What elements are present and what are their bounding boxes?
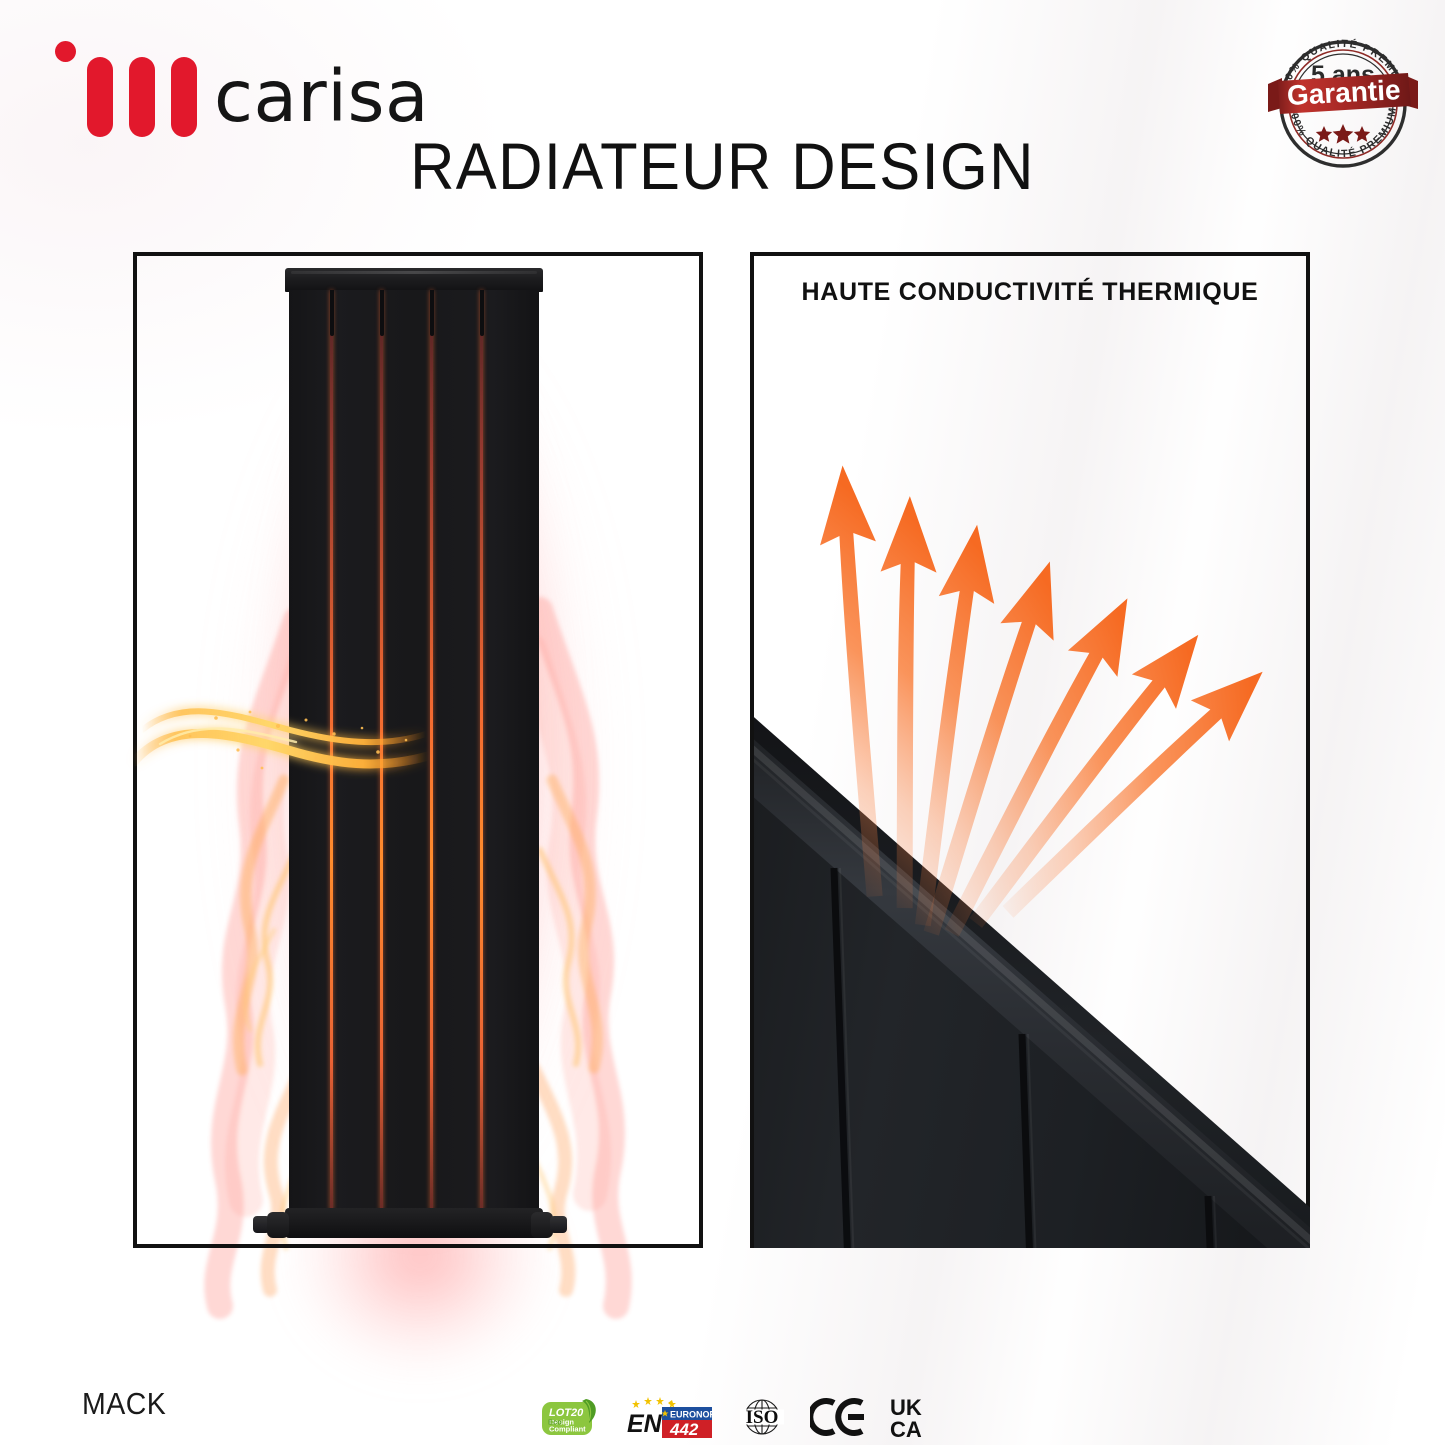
radiator-bottom-manifold bbox=[285, 1208, 543, 1238]
fin-seam-glow bbox=[480, 290, 483, 1210]
en442-euronorm-logo: EN EURONORM 442 bbox=[627, 1397, 714, 1439]
svg-text:Compliant: Compliant bbox=[549, 1425, 586, 1434]
heat-flow-arrows bbox=[820, 465, 1263, 937]
radiator-front-view bbox=[253, 268, 567, 1248]
svg-text:Eco: Eco bbox=[548, 1418, 562, 1427]
logo-bar-icon bbox=[87, 57, 113, 137]
fin-seam-top-shadow bbox=[430, 290, 434, 336]
svg-text:Garantie: Garantie bbox=[1286, 74, 1401, 111]
svg-text:EN: EN bbox=[627, 1410, 663, 1438]
brand-name: carisa bbox=[214, 55, 429, 138]
svg-text:CA: CA bbox=[890, 1417, 922, 1441]
radiator-valve-right bbox=[531, 1206, 575, 1244]
right-panel-clip bbox=[754, 256, 1310, 1248]
fin-seam-glow bbox=[330, 290, 333, 1210]
logo-bar-icon bbox=[129, 57, 155, 137]
svg-text:442: 442 bbox=[669, 1420, 699, 1439]
lot20-ecodesign-logo: LOT20 Design Compliant Eco bbox=[542, 1399, 596, 1435]
svg-text:UK: UK bbox=[890, 1395, 922, 1420]
radiator-angled-view bbox=[754, 717, 1310, 1248]
fin-seam-top-shadow bbox=[330, 290, 334, 336]
svg-text:Design: Design bbox=[549, 1418, 574, 1427]
panel-caption: HAUTE CONDUCTIVITÉ THERMIQUE bbox=[801, 278, 1259, 306]
product-glow-panel bbox=[133, 252, 703, 1248]
page-title: RADIATEUR DESIGN bbox=[410, 129, 1035, 203]
fin-seam-top-shadow bbox=[380, 290, 384, 336]
radiator-valve-left bbox=[253, 1206, 297, 1244]
thermal-conductivity-panel: HAUTE CONDUCTIVITÉ THERMIQUE bbox=[750, 252, 1310, 1248]
svg-text:LOT20: LOT20 bbox=[549, 1407, 584, 1419]
svg-text:ISO: ISO bbox=[746, 1407, 779, 1428]
radiator-panel-body bbox=[289, 290, 539, 1210]
ce-mark-logo bbox=[810, 1398, 864, 1436]
heat-swoosh-effect bbox=[129, 708, 433, 770]
carisa-logo: carisa bbox=[46, 33, 428, 137]
ukca-mark-logo: UK CA bbox=[890, 1395, 922, 1441]
logo-dot-icon bbox=[55, 41, 76, 62]
radiator-top-cap bbox=[285, 268, 543, 292]
logo-bar-icon bbox=[171, 57, 197, 137]
fin-seam-glow bbox=[380, 290, 383, 1210]
fin-seam-top-shadow bbox=[480, 290, 484, 336]
product-model-name: MACK bbox=[82, 1386, 167, 1421]
guarantee-badge: 100% QUALITÉ PREMIUM 100% QUALITÉ PREMIU… bbox=[1264, 26, 1422, 176]
iso-logo: ISO bbox=[740, 1399, 784, 1435]
svg-text:EURONORM: EURONORM bbox=[670, 1410, 714, 1420]
fin-seam-glow bbox=[430, 290, 433, 1210]
certification-logos: LOT20 Design Compliant Eco EN EURONORM 4… bbox=[540, 1392, 940, 1442]
